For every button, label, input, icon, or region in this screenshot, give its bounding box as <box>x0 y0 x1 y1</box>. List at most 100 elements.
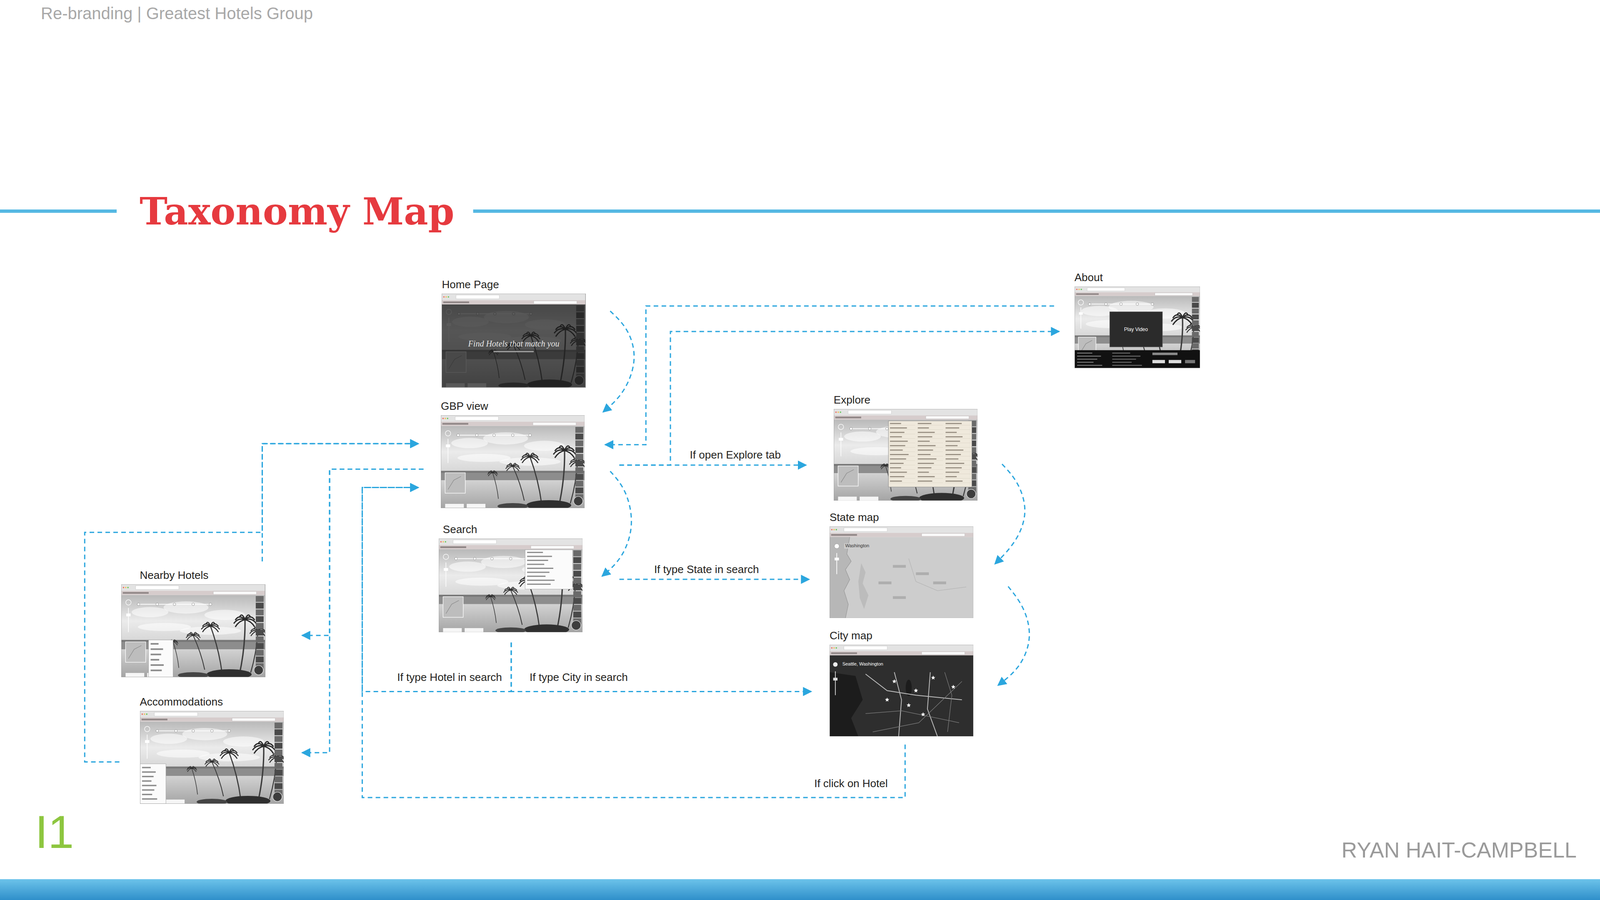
screen-graphic <box>865 710 959 723</box>
screen-graphic <box>945 447 971 448</box>
screen-graphic <box>255 623 264 630</box>
screen-graphic <box>466 504 486 509</box>
screen-graphic <box>835 411 837 413</box>
screen-graphic <box>945 462 965 465</box>
screen-graphic <box>890 496 921 502</box>
screen-graphic <box>455 416 499 421</box>
screen-graphic <box>447 439 448 464</box>
screen-graphic <box>1112 362 1132 363</box>
screen-graphic <box>125 673 145 678</box>
screen-graphic <box>945 438 971 439</box>
screen-graphic <box>844 431 881 442</box>
screen-graphic <box>229 752 241 800</box>
screen-graphic <box>575 474 584 480</box>
screen-graphic <box>1191 297 1199 303</box>
screen-graphic <box>482 432 528 445</box>
screen-graphic <box>274 729 283 736</box>
screen-graphic <box>1077 362 1094 363</box>
screen-graphic <box>564 450 575 458</box>
screen-graphic <box>945 427 960 429</box>
screen-graphic <box>141 798 157 800</box>
screen-graphic <box>575 453 584 460</box>
screen-graphic <box>497 503 528 509</box>
screen-graphic <box>440 546 467 549</box>
screen-graphic <box>945 451 971 453</box>
screen-graphic <box>443 296 445 298</box>
screen-graphic <box>1112 352 1130 354</box>
screen-graphic <box>527 567 554 570</box>
flow-connector <box>302 469 424 754</box>
screen-graphic <box>187 635 194 641</box>
screen-graphic <box>917 456 943 457</box>
screen-graphic <box>141 719 168 721</box>
screen-caption: Play Video <box>1122 326 1150 333</box>
screen-graphic <box>143 713 145 715</box>
screen-graphic <box>235 620 245 628</box>
screen-graphic <box>440 415 585 509</box>
screen-graphic <box>443 301 470 304</box>
screen-graphic <box>189 632 194 636</box>
screen-graphic <box>272 792 282 802</box>
screen-graphic <box>447 476 461 490</box>
screen-graphic <box>1112 355 1141 357</box>
screen-graphic <box>1152 360 1165 364</box>
screen-graphic <box>125 587 127 589</box>
node-heading: Nearby Hotels <box>121 568 265 583</box>
screen-graphic <box>177 672 209 678</box>
screen-graphic <box>829 645 974 652</box>
screen-graphic <box>141 785 157 787</box>
screen-graphic <box>530 457 542 504</box>
screen-graphic <box>890 445 906 447</box>
screen-graphic <box>829 532 974 538</box>
screen-graphic <box>917 458 937 460</box>
screen-graphic <box>207 669 253 678</box>
screen-graphic <box>917 445 936 447</box>
screen-graphic <box>573 612 582 618</box>
screen-graphic <box>829 526 974 533</box>
screen-graphic <box>558 445 565 451</box>
screen-graphic <box>858 563 869 610</box>
screen-graphic <box>274 763 283 770</box>
screen-graphic <box>1078 312 1083 315</box>
title-rule <box>473 209 1600 213</box>
screen-graphic <box>173 642 178 646</box>
screen-graphic <box>530 457 538 463</box>
screen-graphic <box>525 453 530 458</box>
screen-graphic <box>438 538 583 633</box>
screen-graphic <box>441 293 586 301</box>
screen-graphic <box>1074 350 1200 369</box>
screen-graphic <box>573 598 582 605</box>
screen-graphic <box>445 296 447 298</box>
screen-graphic <box>945 460 971 462</box>
screen-graphic <box>146 735 148 760</box>
screen-graphic <box>1176 313 1183 318</box>
screen-graphic <box>945 467 962 469</box>
screen-caption: Find Hotels that match you <box>467 338 561 349</box>
screen-graphic <box>945 423 962 425</box>
screen-graphic <box>917 436 933 438</box>
screen-graphic <box>890 436 903 438</box>
screen-graphic <box>575 440 584 447</box>
screen-graphic <box>255 636 264 643</box>
screen-graphic <box>522 457 530 463</box>
screen-graphic <box>1172 317 1183 326</box>
screen-graphic <box>173 603 176 606</box>
screen-graphic <box>945 445 958 447</box>
flow-connector <box>619 464 807 466</box>
caption-holder: Play Video <box>1122 326 1150 333</box>
screen-graphic <box>239 620 246 676</box>
screen-graphic <box>135 586 180 590</box>
screen-graphic <box>445 600 459 615</box>
screen-graphic <box>945 442 971 444</box>
screen-graphic <box>573 577 582 584</box>
flow-connector <box>362 487 905 798</box>
screen-graphic <box>121 640 265 643</box>
screen-graphic <box>889 456 915 457</box>
screen-graphic <box>440 421 585 426</box>
screen-graphic <box>1191 332 1199 338</box>
screen-graphic <box>227 730 230 733</box>
screen-graphic <box>255 602 264 609</box>
screen-graphic <box>125 600 132 606</box>
screen-graphic <box>847 410 892 415</box>
